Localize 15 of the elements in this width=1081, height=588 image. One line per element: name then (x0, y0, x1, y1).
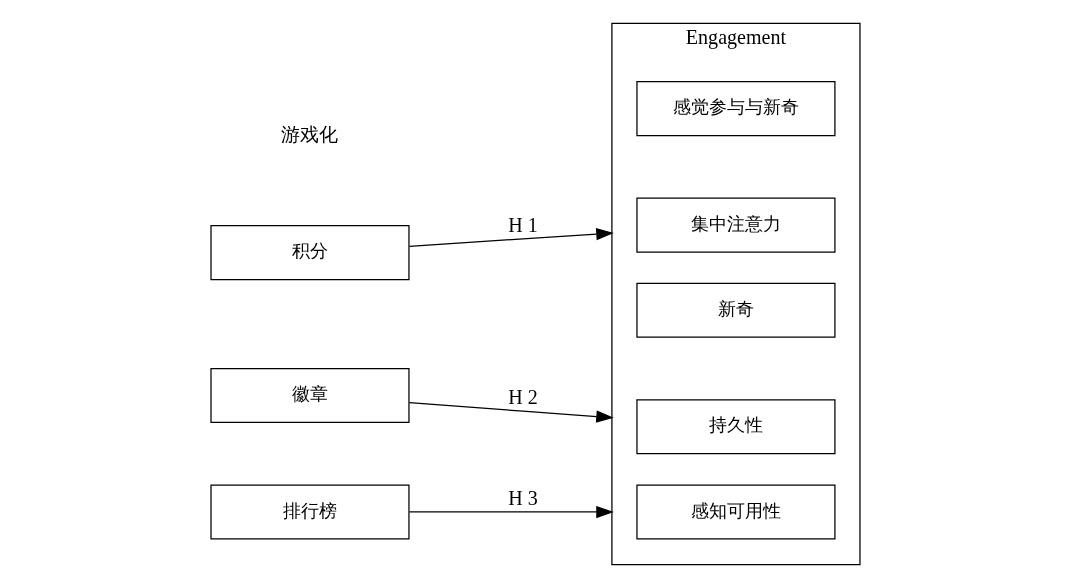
node-box: 集中注意力 (636, 197, 836, 253)
node-box: 持久性 (636, 399, 836, 455)
node-box: 徽章 (210, 367, 410, 424)
label: 游戏化 (281, 123, 339, 145)
edge-label: H 2 (508, 386, 538, 408)
node-box: 积分 (210, 225, 410, 281)
arrow (408, 228, 614, 247)
arrow (408, 505, 614, 519)
edge-label: H 1 (508, 214, 538, 237)
node-box: 新奇 (636, 282, 836, 338)
arrow (408, 402, 614, 423)
node-box: 感知可用性 (636, 484, 836, 540)
node-box: 感觉参与与新奇 (636, 81, 836, 137)
edge-label: H 3 (508, 487, 538, 510)
node-box: 排行榜 (210, 484, 410, 540)
